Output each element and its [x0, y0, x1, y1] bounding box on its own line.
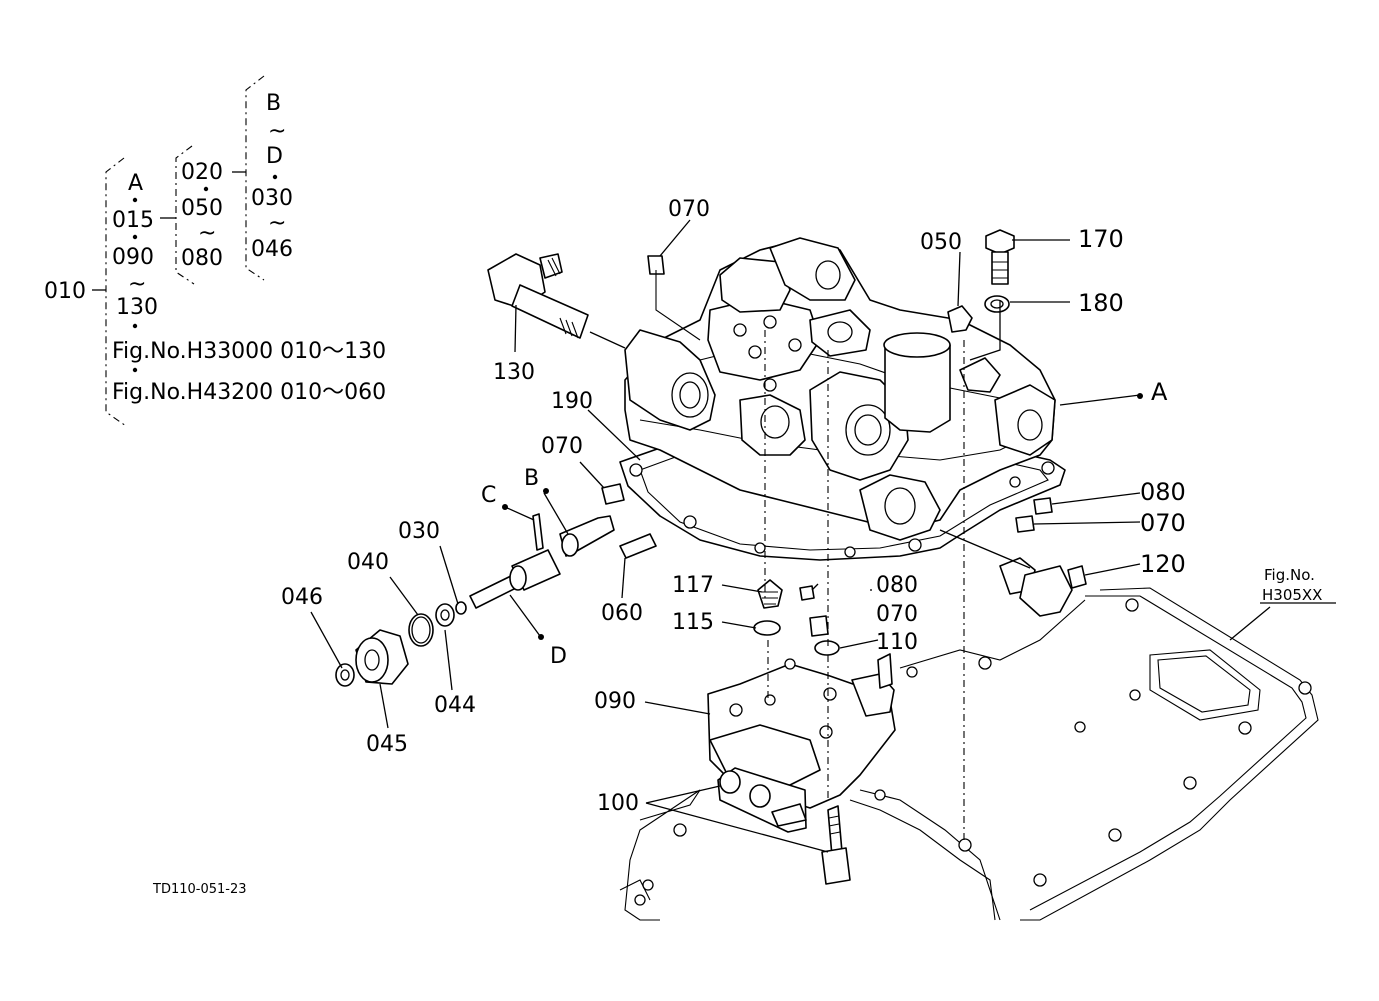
- fig-line-1: Fig.No.H33000 010～130: [112, 339, 386, 364]
- oring-110: [814, 640, 840, 656]
- label-045: 045: [366, 732, 408, 757]
- label-100: 100: [597, 791, 639, 816]
- filter-117: [757, 579, 783, 609]
- label-090: 090: [594, 689, 636, 714]
- plug-080-mid: [799, 585, 815, 601]
- case-plate: [619, 587, 1319, 921]
- plug-050: [947, 305, 973, 333]
- col3-tilde-1: ~: [268, 119, 286, 144]
- drawing-code: TD110-051-23: [152, 882, 247, 897]
- label-ref-d: D: [550, 644, 567, 669]
- plug-070-left: [601, 483, 625, 505]
- label-060: 060: [601, 601, 643, 626]
- label-ref-c: C: [481, 483, 496, 508]
- col2-tilde: ~: [198, 221, 216, 246]
- fig-line-2: Fig.No.H43200 010～060: [112, 380, 386, 405]
- pin-c: [532, 513, 544, 551]
- elbow-fitting-120: [999, 557, 1087, 617]
- bolt-170: [985, 229, 1015, 285]
- label-120: 120: [1140, 550, 1186, 578]
- label-117: 117: [672, 573, 714, 598]
- label-070-left: 070: [541, 434, 583, 459]
- col3-046: 046: [251, 237, 293, 262]
- col3-b: B: [266, 91, 281, 116]
- col1-090: 090: [112, 245, 154, 270]
- label-ref-a: A: [1151, 378, 1168, 406]
- pin-060: [619, 533, 657, 559]
- col3-tilde-2: ~: [268, 211, 286, 236]
- leader-lines: [310, 219, 1336, 853]
- label-fig-ref-2: H305XX: [1262, 586, 1322, 604]
- label-180: 180: [1078, 289, 1124, 317]
- bracket-tree: 010 A 015 090 ~ 130 Fig.No.H33000 010～13…: [44, 75, 386, 427]
- label-046: 046: [281, 585, 323, 610]
- label-190: 190: [551, 389, 593, 414]
- ring-030: [455, 601, 467, 615]
- callout-labels: 070 050 170 180 130 A 190 070 B C 030 04…: [281, 197, 1322, 816]
- label-fig-ref-1: Fig.No.: [1264, 566, 1315, 584]
- label-050: 050: [920, 230, 962, 255]
- label-070-top: 070: [668, 197, 710, 222]
- elbow-fitting-130: [487, 253, 589, 339]
- col2-080: 080: [181, 246, 223, 271]
- col1-015: 015: [112, 208, 154, 233]
- col2-020: 020: [181, 160, 223, 185]
- label-040: 040: [347, 550, 389, 575]
- third-bracket: [245, 75, 265, 281]
- label-030: 030: [398, 519, 440, 544]
- washer-180: [984, 295, 1010, 313]
- plug-070-mid: [809, 615, 829, 637]
- label-ref-b: B: [524, 466, 539, 491]
- col3-d: D: [266, 144, 283, 169]
- oring-115: [753, 620, 781, 636]
- root-label: 010: [44, 279, 86, 304]
- valve-090: [707, 653, 896, 833]
- cap-045: [355, 629, 409, 685]
- main-bracket: [105, 157, 127, 427]
- label-115: 115: [672, 610, 714, 635]
- col1-130: 130: [116, 295, 158, 320]
- label-070-right: 070: [1140, 509, 1186, 537]
- label-110: 110: [876, 630, 918, 655]
- plug-070-right: [1015, 515, 1035, 533]
- col1-a: A: [128, 171, 143, 196]
- col3-030: 030: [251, 186, 293, 211]
- spool-d: [469, 549, 561, 609]
- bolt-100: [821, 805, 851, 885]
- valve-body: [619, 237, 1066, 561]
- label-130: 130: [493, 360, 535, 385]
- col2-050: 050: [181, 196, 223, 221]
- label-070-mid: 070: [876, 602, 918, 627]
- plug-070-top: [647, 255, 665, 275]
- col1-tilde: ~: [128, 272, 146, 297]
- label-170: 170: [1078, 225, 1124, 253]
- guide-lines: [655, 270, 965, 840]
- label-080-right: 080: [1140, 478, 1186, 506]
- plug-080-right: [1033, 497, 1053, 515]
- label-044: 044: [434, 693, 476, 718]
- label-080-mid: 080: [876, 573, 918, 598]
